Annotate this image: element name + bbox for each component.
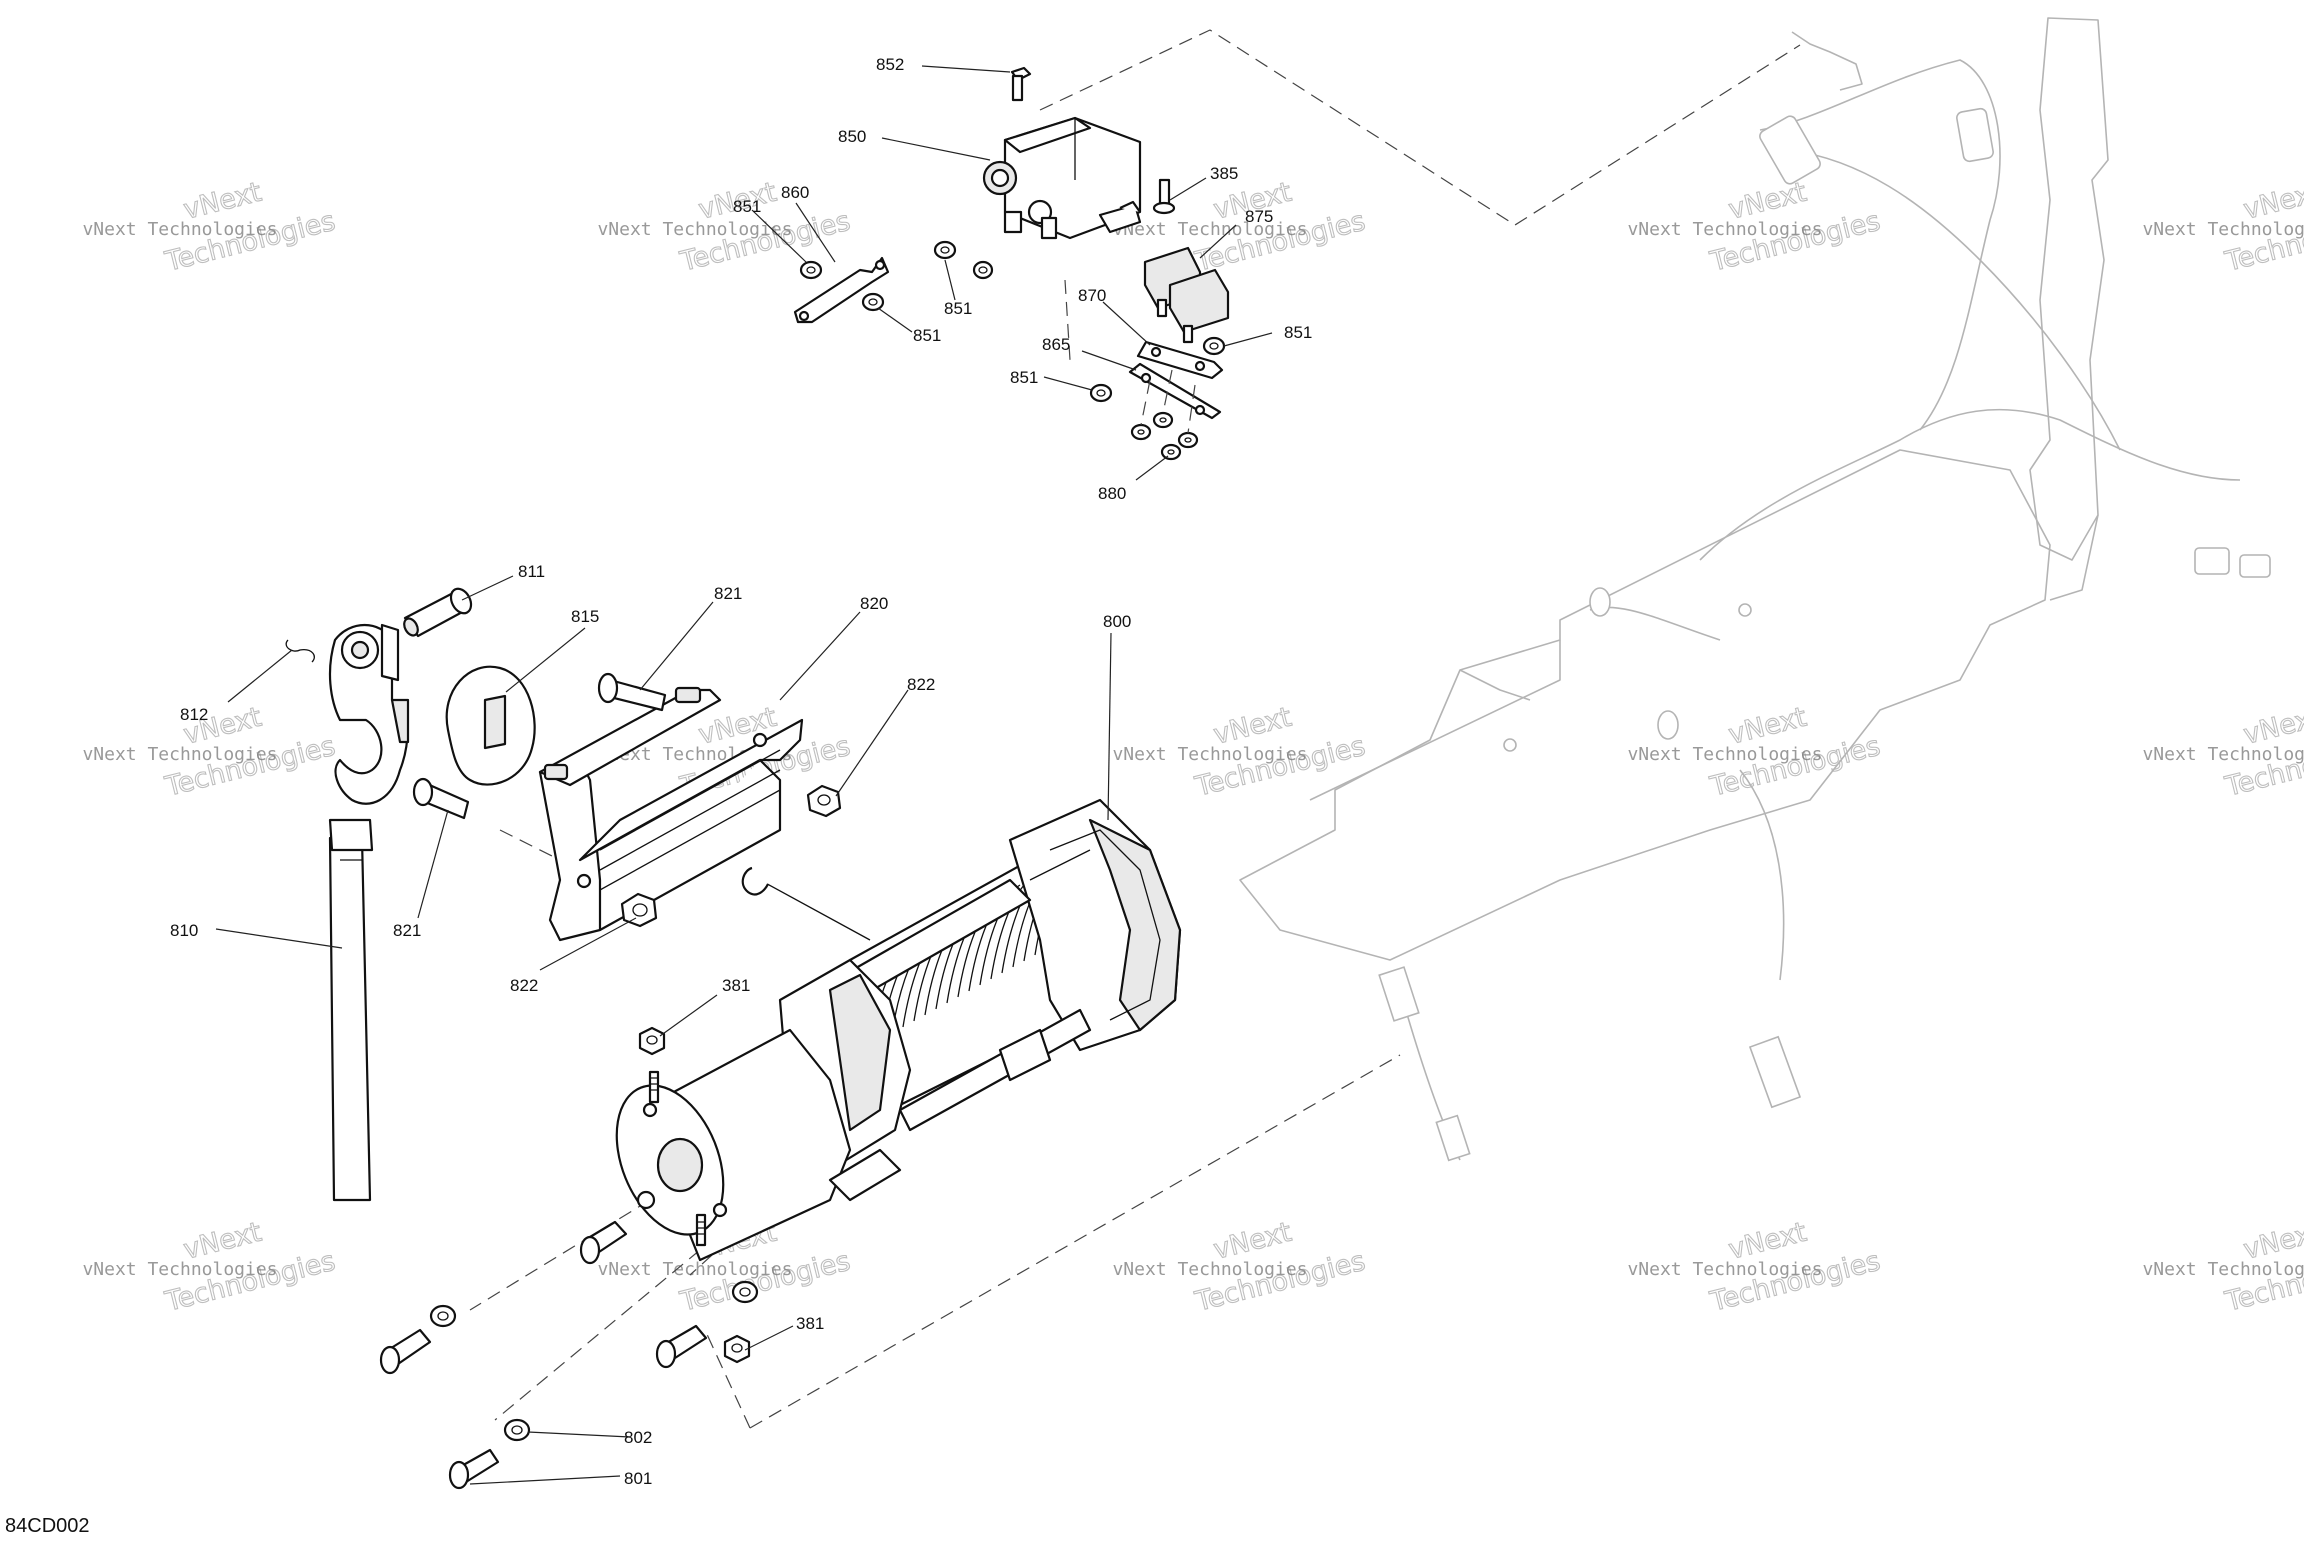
callout-800: 800: [1103, 612, 1131, 631]
vehicle-frame-ghost: [1239, 17, 2271, 1162]
plate-865: [1128, 362, 1222, 420]
callout-811: 811: [518, 562, 545, 581]
diagram-code: 84CD002: [5, 1515, 90, 1536]
callout-821a: 821: [714, 584, 742, 603]
callout-labels: 852 850 385 851 860 875 851 851 870 851 …: [170, 55, 1312, 1488]
pin-811: [403, 587, 473, 638]
nut-381a: [638, 1026, 666, 1056]
callout-385: 385: [1210, 164, 1238, 183]
nut-851e: [1089, 383, 1113, 403]
washer-lower: [429, 1304, 457, 1328]
plate-815: [445, 665, 536, 786]
svg-text:vNext Technologies: vNext Technologies: [597, 219, 792, 240]
fairlead-820: [538, 686, 804, 942]
callout-822a: 822: [907, 675, 935, 694]
solenoid-850: [982, 116, 1142, 240]
callout-801: 801: [624, 1469, 652, 1488]
link-870: [1136, 340, 1224, 380]
bolt-821b: [412, 777, 470, 820]
svg-text:vNext Technologies: vNext Technologies: [1112, 1259, 1307, 1280]
callout-381a: 381: [722, 976, 750, 995]
svg-text:vNext Technologies: vNext Technologies: [597, 1259, 792, 1280]
callout-822b: 822: [510, 976, 538, 995]
callout-865: 865: [1042, 335, 1070, 354]
callout-820: 820: [860, 594, 888, 613]
callout-851d: 851: [1284, 323, 1312, 342]
bolt-lower-2: [379, 1328, 432, 1375]
nut-381b: [723, 1334, 751, 1364]
callout-851e: 851: [1010, 368, 1038, 387]
washer-880d: [1160, 443, 1182, 461]
washer-381c: [731, 1280, 759, 1304]
bolt-801: [448, 1448, 500, 1490]
washer-880a: [1130, 423, 1152, 441]
bolt-852: [1010, 66, 1032, 102]
clip-812: [285, 639, 315, 663]
nut-822b: [620, 892, 658, 928]
winch-800: [615, 798, 1182, 1262]
washer-880b: [1152, 411, 1174, 429]
callout-821b: 821: [393, 921, 421, 940]
callout-851c: 851: [913, 326, 941, 345]
bolt-lower-1: [579, 1220, 628, 1265]
svg-text:vNext Technologies: vNext Technologies: [82, 219, 277, 240]
callout-802: 802: [624, 1428, 652, 1447]
strap-860: [793, 256, 890, 324]
nut-822a: [806, 784, 842, 818]
nut-851a: [799, 260, 823, 280]
svg-text:vNext Technologies: vNext Technologies: [2142, 219, 2304, 240]
svg-text:vNext Technologies: vNext Technologies: [82, 744, 277, 765]
callout-851a: 851: [733, 197, 761, 216]
callout-812: 812: [180, 705, 208, 724]
svg-text:vNext Technologies: vNext Technologies: [1112, 219, 1307, 240]
solenoid-assembly: [793, 66, 1230, 461]
washer-802: [503, 1418, 531, 1442]
svg-text:vNext Technologies: vNext Technologies: [1627, 744, 1822, 765]
callout-850: 850: [838, 127, 866, 146]
nut-851d: [1202, 336, 1226, 356]
svg-text:vNext Technologies: vNext Technologies: [1627, 1259, 1822, 1280]
svg-text:vNext Technologies: vNext Technologies: [2142, 744, 2304, 765]
nut-851b: [861, 292, 885, 312]
callout-875: 875: [1245, 207, 1273, 226]
bolt-385: [1152, 178, 1176, 215]
bolt-lower-3: [655, 1324, 708, 1369]
hook-assembly: [285, 587, 536, 1202]
callout-880: 880: [1098, 484, 1126, 503]
svg-text:vNext Technologies: vNext Technologies: [1112, 744, 1307, 765]
callout-851b: 851: [944, 299, 972, 318]
boot-875b: [1168, 268, 1230, 344]
svg-text:vNext Technologies: vNext Technologies: [2142, 1259, 2304, 1280]
callout-860: 860: [781, 183, 809, 202]
strap-810: [328, 836, 372, 1202]
callout-870: 870: [1078, 286, 1106, 305]
bolt-821a: [597, 672, 667, 712]
callout-381b: 381: [796, 1314, 824, 1333]
callout-852: 852: [876, 55, 904, 74]
nut-851c2: [972, 260, 994, 280]
svg-text:vNext Technologies: vNext Technologies: [1627, 219, 1822, 240]
svg-text:vNext Technologies: vNext Technologies: [82, 1259, 277, 1280]
washer-880c: [1177, 431, 1199, 449]
callout-810: 810: [170, 921, 198, 940]
leader-lines: [215, 65, 1273, 1485]
callout-815: 815: [571, 607, 599, 626]
nut-851c: [933, 240, 957, 260]
